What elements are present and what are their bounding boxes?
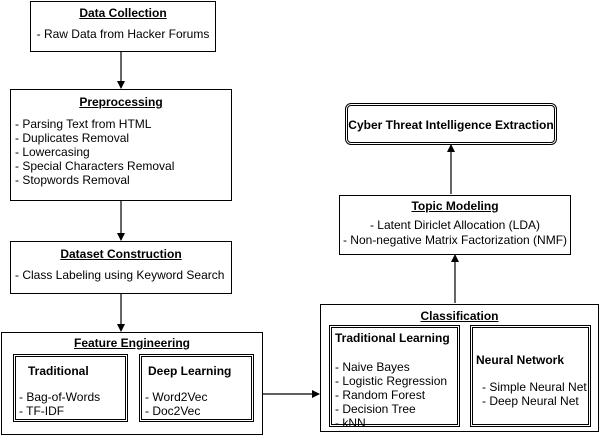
neural-network-box: Neural Network - Simple Neural Net - Dee… (470, 325, 591, 427)
traditional-features-item: - TF-IDF (19, 404, 65, 418)
preprocessing-item: - Special Characters Removal (15, 159, 175, 173)
data-collection-title: Data Collection (79, 6, 167, 20)
traditional-learning-item: - kNN (335, 416, 366, 430)
traditional-learning-title: Traditional Learning (335, 331, 450, 345)
deep-learning-features-item: - Doc2Vec (145, 404, 201, 418)
traditional-learning-item: - Logistic Regression (335, 374, 448, 388)
traditional-learning-box: Traditional Learning - Naive Bayes - Log… (329, 325, 460, 430)
data-collection-item: - Raw Data from Hacker Forums (36, 27, 210, 41)
classification-box: Classification Traditional Learning - Na… (320, 304, 599, 432)
deep-learning-features-box: Deep Learning - Word2Vec - Doc2Vec (139, 354, 254, 422)
dataset-construction-title: Dataset Construction (60, 247, 182, 261)
deep-learning-features-item: - Word2Vec (145, 390, 208, 404)
preprocessing-title: Preprocessing (79, 95, 163, 109)
deep-learning-features-title: Deep Learning (148, 364, 232, 378)
cti-extraction-box: Cyber Threat Intelligence Extraction (345, 103, 557, 145)
topic-modeling-item: - Latent Diriclet Allocation (LDA) (369, 218, 541, 232)
neural-network-item: - Deep Neural Net (482, 394, 579, 408)
cti-extraction-title: Cyber Threat Intelligence Extraction (348, 118, 554, 132)
preprocessing-item: - Parsing Text from HTML (15, 117, 152, 131)
preprocessing-box: Preprocessing - Parsing Text from HTML -… (10, 89, 232, 201)
feature-engineering-box: Feature Engineering Traditional - Bag-of… (1, 332, 263, 435)
traditional-learning-item: - Naive Bayes (335, 360, 410, 374)
preprocessing-item: - Duplicates Removal (15, 131, 130, 145)
preprocessing-item: - Stopwords Removal (15, 173, 130, 187)
dataset-construction-item: - Class Labeling using Keyword Search (15, 268, 225, 282)
data-collection-box: Data Collection - Raw Data from Hacker F… (30, 1, 216, 52)
traditional-features-title: Traditional (28, 364, 89, 378)
feature-engineering-title: Feature Engineering (73, 336, 191, 350)
classification-title: Classification (420, 309, 499, 323)
topic-modeling-box: Topic Modeling - Latent Diriclet Allocat… (339, 195, 571, 255)
dataset-construction-box: Dataset Construction - Class Labeling us… (10, 241, 232, 294)
neural-network-title: Neural Network (476, 353, 565, 367)
traditional-learning-item: - Random Forest (335, 388, 426, 402)
traditional-features-item: - Bag-of-Words (19, 390, 101, 404)
preprocessing-item: - Lowercasing (15, 145, 90, 159)
topic-modeling-title: Topic Modeling (411, 199, 499, 213)
traditional-features-box: Traditional - Bag-of-Words - TF-IDF (13, 354, 128, 422)
traditional-learning-item: - Decision Tree (335, 402, 416, 416)
neural-network-item: - Simple Neural Net (482, 380, 587, 394)
topic-modeling-item: - Non-negative Matrix Factorization (NMF… (342, 233, 568, 247)
